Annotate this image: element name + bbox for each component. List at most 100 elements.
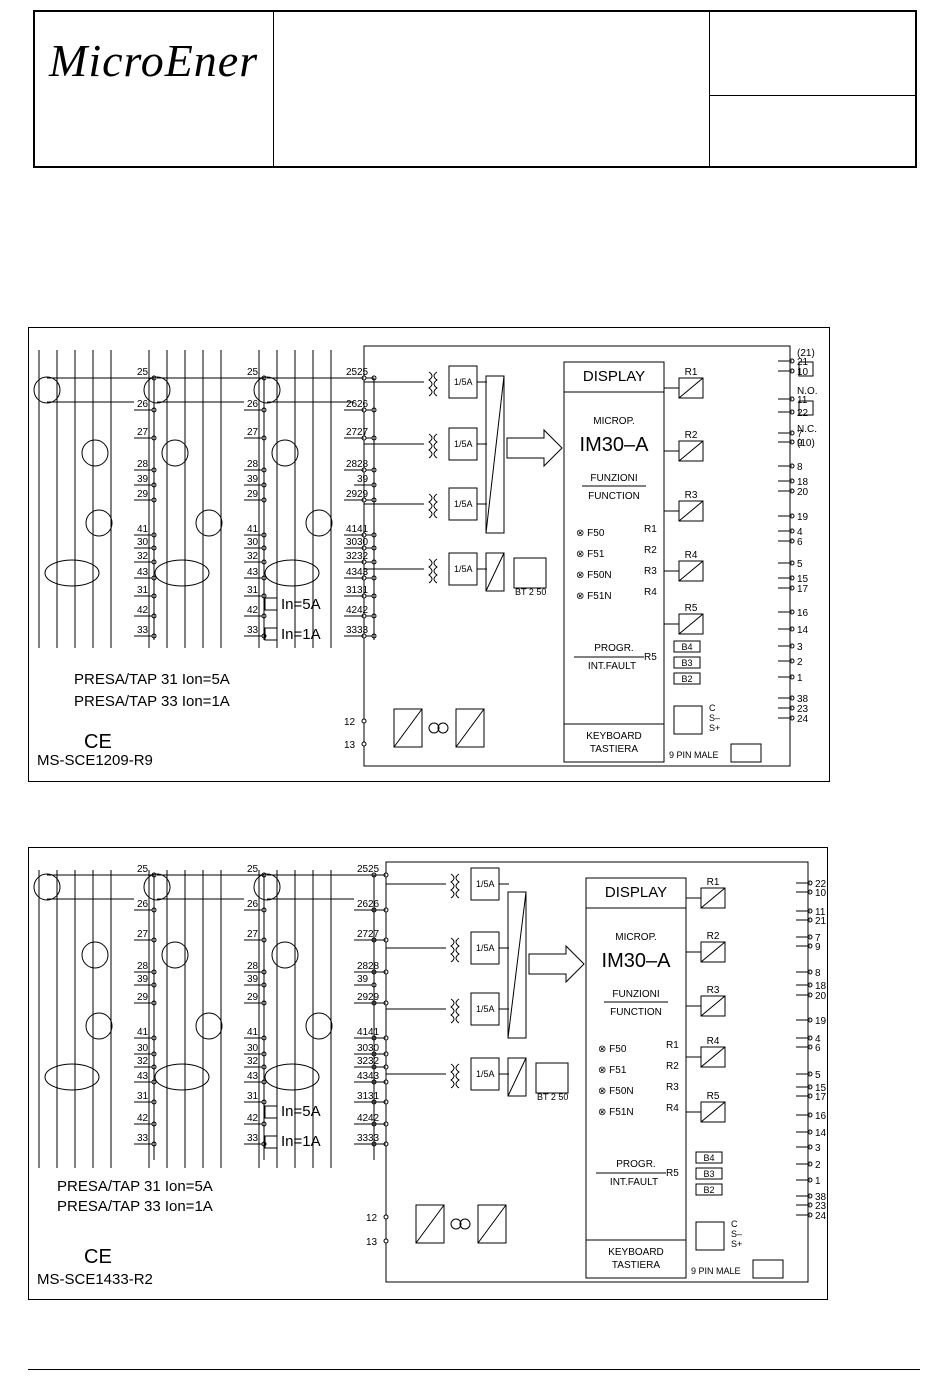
strip-terminal-label: 31: [247, 585, 259, 596]
input-terminal-label: 43: [346, 567, 358, 578]
serial-pin-label: C: [709, 703, 716, 713]
title-block-main-cell: [273, 12, 710, 166]
wiring-diagram-2-svg: 2526272839294130324331423325262728392941…: [33, 861, 827, 1288]
r5-label: R5: [666, 1168, 679, 1179]
output-terminal-label: 10: [797, 367, 809, 378]
ct-circle: [305, 1012, 333, 1040]
function-relay: R3: [666, 1082, 679, 1093]
strip-terminal-label: 32: [247, 1056, 259, 1067]
output-relay-diagonal: [700, 941, 726, 963]
strip-terminal-label: 41: [357, 524, 369, 535]
progr-label: PROGR.: [594, 643, 633, 654]
strip-terminal-label: 31: [357, 585, 369, 596]
strip-terminal-label: 26: [357, 399, 369, 410]
output-terminal-label: 5: [815, 1070, 821, 1081]
output-terminal-label: 6: [815, 1043, 821, 1054]
output-relay-label: R2: [707, 931, 720, 942]
psu-diagonal: [393, 708, 423, 748]
ct-circle: [85, 1012, 113, 1040]
psu-transformer-coil: [437, 722, 449, 734]
strip-terminal-label: 26: [247, 899, 259, 910]
output-terminal-label: 1: [815, 1176, 821, 1187]
output-terminal-label: 19: [815, 1016, 827, 1027]
ct-circle: [143, 873, 171, 901]
strip-terminal-label: 27: [357, 929, 369, 940]
strip-terminal-label: 27: [137, 929, 149, 940]
serial-pin-label: S–: [731, 1229, 742, 1239]
ct-circle: [253, 376, 281, 404]
psu-transformer-coil: [450, 1218, 462, 1230]
keyboard-label: KEYBOARD: [586, 731, 642, 742]
strip-terminal-label: 26: [357, 899, 369, 910]
input-terminal-label: 30: [368, 1043, 380, 1054]
strip-terminal-label: 32: [137, 1056, 149, 1067]
serial-connector: [752, 1259, 784, 1279]
funzioni-label: FUNZIONI: [612, 989, 659, 1000]
strip-terminal-label: 42: [137, 1113, 149, 1124]
ct-circle: [33, 873, 61, 901]
ct-ratio-label: 1/5A: [454, 564, 473, 574]
output-relay-label: R2: [685, 430, 698, 441]
tap-label-5a: In=5A: [281, 596, 321, 613]
ct-coil: [433, 558, 438, 584]
output-terminal-label: 38: [815, 1192, 827, 1203]
supply-terminal-label: 12: [366, 1213, 378, 1224]
drawing-code: MS-SCE1209-R9: [37, 752, 153, 769]
model-label: IM30–A: [602, 950, 672, 972]
output-relay-label: R3: [707, 985, 720, 996]
input-terminal-label: 25: [346, 367, 358, 378]
strip-terminal-label: 25: [137, 367, 149, 378]
input-terminal-label: 27: [346, 427, 358, 438]
function-relay: R4: [644, 587, 657, 598]
input-terminal-label: 42: [346, 605, 358, 616]
strip-terminal-label: 30: [357, 1043, 369, 1054]
output-relay-label: R5: [685, 603, 698, 614]
psu-converter: [455, 708, 485, 748]
tap-note-2: PRESA/TAP 33 Ion=1A: [57, 1198, 213, 1215]
strip-terminal-label: 32: [137, 551, 149, 562]
ef-converter: [485, 552, 505, 592]
ef-converter-diagonal: [507, 1057, 527, 1097]
function-relay: R3: [644, 566, 657, 577]
filter-label: BT 2 50: [515, 587, 546, 597]
psu-converter: [477, 1204, 507, 1244]
psu-diagonal: [415, 1204, 445, 1244]
strip-terminal-label: 32: [357, 1056, 369, 1067]
display-box: [585, 877, 687, 909]
ct-coil: [450, 998, 455, 1024]
display-box: [563, 361, 665, 393]
input-terminal-label: 43: [368, 1071, 380, 1082]
output-terminal-label: 17: [815, 1092, 827, 1103]
strip-terminal-label: 33: [247, 625, 259, 636]
strip-terminal-label: 39: [137, 474, 149, 485]
input-terminal-label: 31: [368, 1091, 380, 1102]
tap-checkbox-5a: [264, 597, 278, 611]
funzioni-label: FUNZIONI: [590, 473, 637, 484]
ct-circle: [161, 941, 189, 969]
strip-terminal-label: 32: [247, 551, 259, 562]
strip-terminal-label: 25: [357, 367, 369, 378]
output-relay-label: R5: [707, 1091, 720, 1102]
output-terminal-label: 22: [797, 408, 809, 419]
function-relay: R2: [644, 545, 657, 556]
input-terminal-label: 42: [368, 1113, 380, 1124]
tap-checkbox-1a: [264, 627, 278, 641]
adc-block: [485, 375, 505, 534]
filter-block: [535, 1062, 569, 1094]
aux-relay-label: B4: [681, 642, 692, 652]
core-balance-ct: [154, 1063, 210, 1091]
protection-function: ⊗ F51: [598, 1065, 627, 1076]
strip-terminal-label: 41: [247, 1027, 259, 1038]
output-terminal-label: 14: [815, 1128, 827, 1139]
strip-terminal-label: 41: [357, 1027, 369, 1038]
input-terminal-label: 28: [368, 961, 380, 972]
ct-coil: [450, 1063, 455, 1089]
strip-terminal-label: 33: [247, 1133, 259, 1144]
output-terminal-label: 17: [797, 584, 809, 595]
title-block: MicroEner: [33, 10, 917, 168]
strip-terminal-label: 30: [137, 1043, 149, 1054]
output-terminal-label: 10: [815, 888, 827, 899]
strip-terminal-label: 42: [137, 605, 149, 616]
ct-ratio-label: 1/5A: [476, 1069, 495, 1079]
display-label: DISPLAY: [605, 884, 667, 901]
